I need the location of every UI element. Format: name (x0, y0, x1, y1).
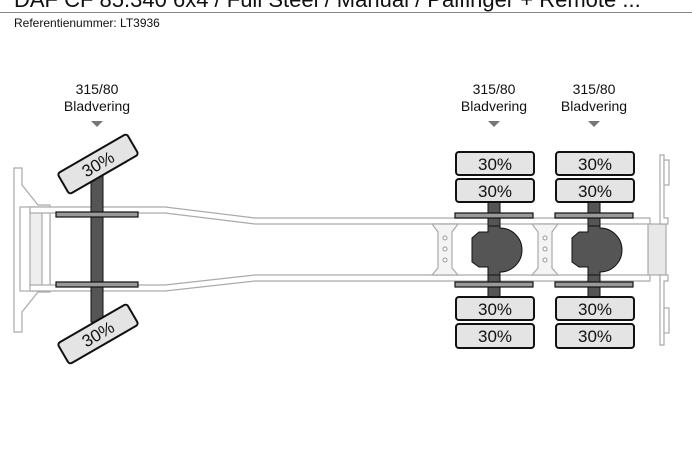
axle-size-label: 315/80 (76, 81, 119, 97)
suspension-label: Bladvering (561, 98, 627, 114)
svg-text:30%: 30% (478, 327, 512, 346)
rear-axle-1: 315/80 Bladvering 30% 30% 30% 30% (454, 81, 535, 349)
suspension-label: Bladvering (461, 98, 527, 114)
svg-text:30%: 30% (578, 182, 612, 201)
axle-size-label: 315/80 (473, 81, 516, 97)
svg-text:30%: 30% (478, 155, 512, 174)
pointer-icon (588, 121, 600, 127)
suspension-label: Bladvering (64, 98, 130, 114)
front-axle: 315/80 Bladvering 30% 30% (55, 81, 139, 365)
rear-axle-2: 315/80 Bladvering 30% 30% 30% 30% (554, 81, 635, 349)
tire-front-left: 30% (57, 133, 139, 195)
divider (0, 12, 692, 13)
svg-text:30%: 30% (578, 300, 612, 319)
svg-text:30%: 30% (478, 300, 512, 319)
page-title: DAF CF 85.340 6x4 / Full Steel / Manual … (14, 0, 641, 13)
svg-text:30%: 30% (578, 155, 612, 174)
pointer-icon (488, 121, 500, 127)
axle-size-label: 315/80 (573, 81, 616, 97)
reference-number: Referentienummer: LT3936 (14, 16, 160, 30)
svg-text:30%: 30% (478, 182, 512, 201)
svg-text:30%: 30% (578, 327, 612, 346)
pointer-icon (91, 121, 103, 127)
